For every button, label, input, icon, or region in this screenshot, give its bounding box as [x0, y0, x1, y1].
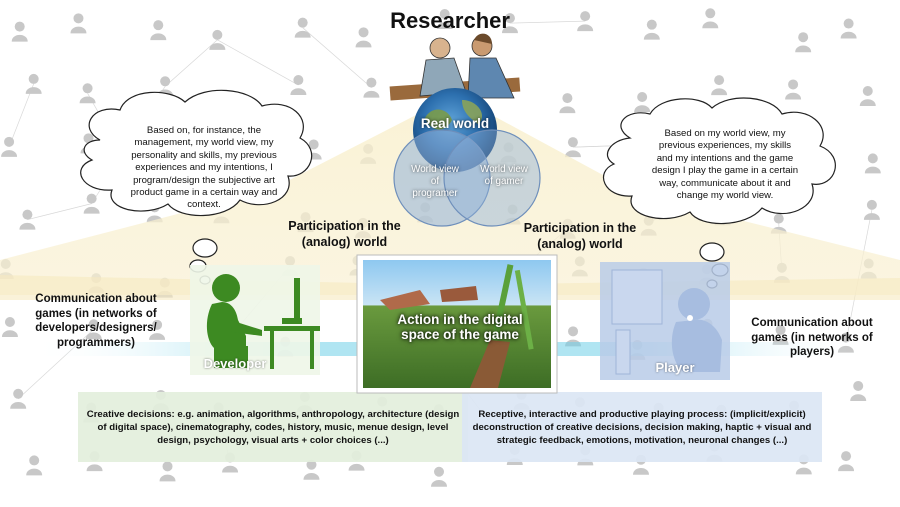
developer-label: Developer: [203, 356, 267, 371]
network-person-icon: [149, 319, 166, 340]
player-thought-text: Based on my world view, my previous expe…: [651, 128, 799, 202]
network-person-icon: [290, 75, 307, 96]
network-person-icon: [436, 8, 453, 29]
network-person-icon: [26, 455, 43, 476]
receptive-process-text: Receptive, interactive and productive pl…: [472, 409, 812, 446]
network-person-icon: [702, 8, 719, 29]
network-person-icon: [85, 319, 102, 340]
researcher-title: Researcher: [390, 8, 510, 33]
creative-decisions-text: Creative decisions: e.g. animation, algo…: [86, 409, 460, 446]
network-person-icon: [303, 459, 320, 480]
communication-right-label: Communication about games (in networks o…: [751, 317, 873, 358]
network-person-icon: [864, 153, 881, 174]
network-person-icon: [19, 209, 36, 230]
network-person-icon: [25, 73, 42, 94]
network-person-icon: [10, 388, 27, 409]
network-person-icon: [564, 137, 581, 158]
player-label: Player: [655, 360, 695, 375]
network-person-icon: [838, 451, 855, 472]
network-person-icon: [850, 380, 867, 401]
network-person-icon: [363, 77, 380, 98]
network-person-icon: [209, 29, 226, 50]
network-person-icon: [1, 317, 18, 338]
network-person-icon: [150, 20, 167, 41]
network-person-icon: [83, 193, 100, 214]
network-person-icon: [785, 79, 802, 100]
network-person-icon: [1, 136, 18, 157]
venn-label-gamer: World view of gamer: [480, 164, 528, 187]
real-world-label: Real world: [420, 116, 490, 131]
developer-thought-text: Based on, for instance, the management, …: [130, 125, 278, 211]
network-person-icon: [643, 19, 660, 40]
network-person-icon: [355, 27, 372, 48]
network-person-icon: [159, 461, 176, 482]
venn-label-programer: World view of programer: [411, 164, 459, 199]
network-person-icon: [559, 93, 576, 114]
player-illustration: [600, 262, 730, 380]
game-action-label: Action in the digital space of the game: [397, 312, 523, 342]
network-person-icon: [11, 21, 28, 42]
venn-diagram: [393, 88, 541, 227]
participation-left-label: Participation in the (analog) world: [288, 219, 401, 249]
network-person-icon: [501, 13, 518, 34]
network-person-icon: [711, 75, 728, 96]
network-person-icon: [79, 83, 96, 104]
network-person-icon: [634, 91, 651, 112]
network-person-icon: [863, 199, 880, 220]
network-person-icon: [840, 18, 857, 39]
network-person-icon: [431, 466, 448, 487]
network-person-icon: [795, 32, 812, 53]
game-screenshot: [356, 254, 558, 394]
network-person-icon: [859, 85, 876, 106]
network-person-icon: [294, 17, 311, 38]
participation-right-label: Participation in the (analog) world: [523, 221, 637, 251]
developer-illustration: [190, 265, 320, 375]
network-person-icon: [577, 11, 594, 32]
network-person-icon: [70, 13, 87, 34]
communication-left-label: Communication about games (in networks o…: [35, 293, 157, 349]
